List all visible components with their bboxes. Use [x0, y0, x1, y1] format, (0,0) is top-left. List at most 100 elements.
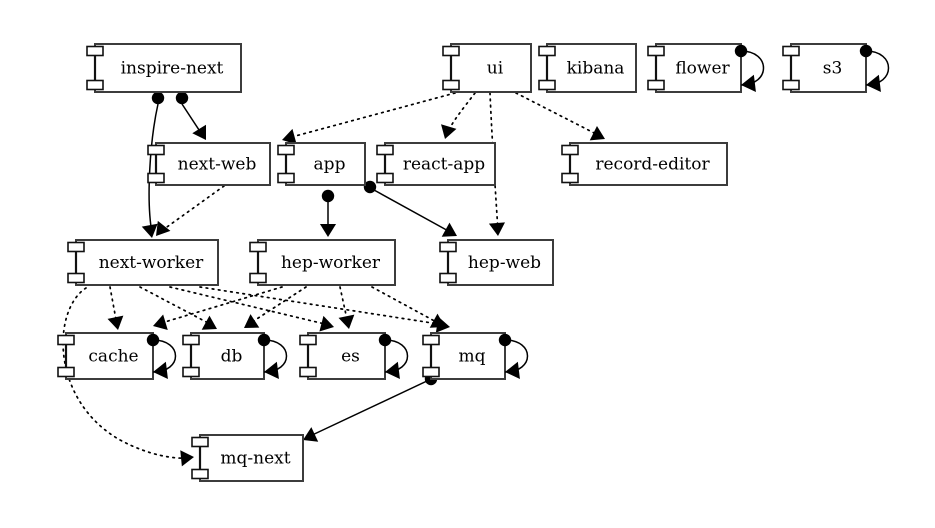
port-icon-top[interactable] [57, 334, 75, 346]
port-icon-bottom[interactable] [191, 468, 209, 480]
port-icon-bottom[interactable] [67, 272, 85, 284]
port-icon-top[interactable] [147, 144, 165, 156]
component-ui[interactable]: ui [442, 43, 532, 93]
port-icon-top[interactable] [191, 436, 209, 448]
self-loop-arrowhead-db [264, 361, 279, 379]
port-icon-top[interactable] [249, 241, 267, 253]
component-label: mq [458, 347, 485, 367]
port-icon-bottom[interactable] [376, 172, 394, 184]
port-icon-top[interactable] [422, 334, 440, 346]
arrow-next-worker-from-inspire-next [141, 223, 158, 238]
port-icon-top[interactable] [439, 241, 457, 253]
component-box[interactable] [257, 239, 396, 286]
arrow-cache-from-next-worker [107, 315, 124, 330]
port-icon-top[interactable] [561, 144, 579, 156]
edge-inspire-next-next-worker [148, 103, 159, 234]
arrow-es-from-next-worker [319, 315, 334, 332]
component-kibana[interactable]: kibana [538, 43, 637, 93]
edge-next-worker-mq-next [62, 287, 189, 460]
component-app[interactable]: app [277, 142, 366, 186]
component-label: inspire-next [121, 59, 224, 79]
component-label: record-editor [595, 155, 710, 175]
component-mq[interactable]: mq [422, 332, 506, 380]
ball-inspire-next-to-next-worker [151, 91, 165, 105]
port-icon-bottom[interactable] [147, 172, 165, 184]
edge-next-web-next-worker [159, 185, 225, 233]
port-icon-bottom[interactable] [439, 272, 457, 284]
arrow-cache-from-hep-worker [153, 314, 168, 330]
component-box[interactable] [190, 332, 265, 380]
component-box[interactable] [569, 142, 728, 186]
edge-app-hep-web [373, 189, 453, 234]
component-cache[interactable]: cache [57, 332, 154, 380]
self-loop-arrowhead-flower [741, 74, 756, 92]
component-hep-web[interactable]: hep-web [439, 239, 554, 286]
component-mq-next[interactable]: mq-next [191, 434, 304, 482]
component-db[interactable]: db [182, 332, 265, 380]
port-icon-top[interactable] [538, 45, 556, 57]
arrow-next-web-from-inspire-next [192, 124, 206, 140]
component-label: es [341, 347, 360, 367]
edge-ui-record-editor [515, 92, 601, 137]
arrow-record-editor-from-ui [589, 125, 605, 141]
component-es[interactable]: es [299, 332, 386, 380]
self-loop-s3 [859, 44, 890, 92]
port-icon-bottom[interactable] [538, 79, 556, 91]
component-label: mq-next [220, 449, 290, 469]
component-react-app[interactable]: react-app [376, 142, 496, 186]
ball-inspire-next-to-next-web [175, 91, 189, 105]
self-loop-ball-mq [498, 333, 512, 347]
component-next-web[interactable]: next-web [147, 142, 271, 186]
port-icon-bottom[interactable] [422, 366, 440, 378]
edge-next-worker-es [169, 286, 330, 326]
component-next-worker[interactable]: next-worker [67, 239, 219, 286]
self-loop-db [257, 333, 288, 379]
component-box[interactable] [285, 142, 366, 186]
component-label: ui [487, 59, 504, 79]
port-icon-bottom[interactable] [57, 366, 75, 378]
port-icon-top[interactable] [442, 45, 460, 57]
port-icon-top[interactable] [277, 144, 295, 156]
port-icon-bottom[interactable] [647, 79, 665, 91]
port-icon-bottom[interactable] [442, 79, 460, 91]
component-label: next-web [178, 155, 257, 175]
component-label: hep-worker [281, 253, 381, 273]
self-loop-ball-db [257, 333, 271, 347]
port-icon-top[interactable] [182, 334, 200, 346]
component-label: next-worker [99, 253, 204, 273]
port-icon-bottom[interactable] [182, 366, 200, 378]
component-label: flower [675, 59, 730, 79]
port-icon-top[interactable] [86, 45, 104, 57]
component-box[interactable] [546, 43, 637, 93]
edge-next-worker-db [139, 286, 213, 326]
component-box[interactable] [65, 332, 154, 380]
port-icon-bottom[interactable] [782, 79, 800, 91]
arrow-mq-from-hep-worker [429, 313, 445, 328]
port-icon-bottom[interactable] [561, 172, 579, 184]
port-icon-top[interactable] [67, 241, 85, 253]
port-icon-top[interactable] [376, 144, 394, 156]
port-icon-top[interactable] [299, 334, 317, 346]
port-icon-bottom[interactable] [277, 172, 295, 184]
arrow-mq-next-from-mq [303, 427, 319, 442]
component-record-editor[interactable]: record-editor [561, 142, 728, 186]
component-box[interactable] [447, 239, 554, 286]
component-inspire-next[interactable]: inspire-next [86, 43, 242, 93]
self-loop-mq [498, 333, 529, 379]
component-s3[interactable]: s3 [782, 43, 867, 93]
port-icon-bottom[interactable] [249, 272, 267, 284]
port-icon-bottom[interactable] [299, 366, 317, 378]
self-loop-cache [146, 333, 177, 379]
component-flower[interactable]: flower [647, 43, 742, 93]
component-label: db [221, 347, 243, 367]
port-icon-top[interactable] [647, 45, 665, 57]
port-icon-bottom[interactable] [86, 79, 104, 91]
port-icon-top[interactable] [782, 45, 800, 57]
self-loop-ball-cache [146, 333, 160, 347]
component-hep-worker[interactable]: hep-worker [249, 239, 396, 286]
self-loop-ball-flower [734, 44, 748, 58]
self-loop-arrowhead-s3 [866, 74, 881, 92]
